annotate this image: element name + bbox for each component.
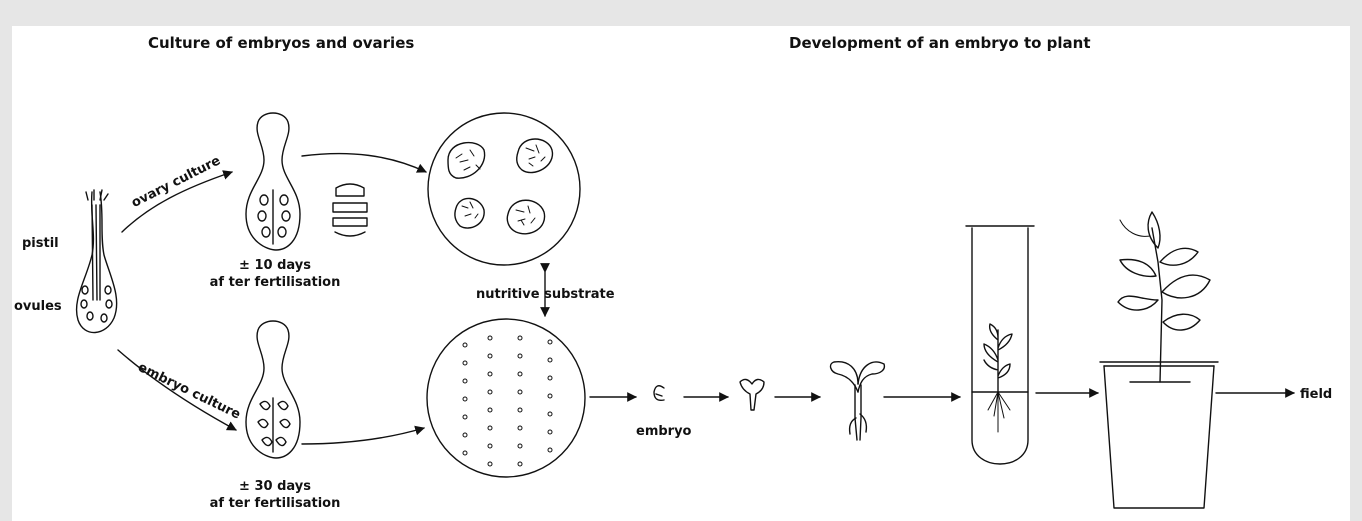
title-development: Development of an embryo to plant bbox=[789, 34, 1091, 52]
label-10-days: ± 10 days bbox=[200, 258, 350, 273]
label-embryo: embryo bbox=[636, 424, 692, 439]
label-10-days-after: af ter fertilisation bbox=[195, 275, 355, 290]
label-field: field bbox=[1300, 387, 1332, 402]
label-nutritive-substrate: nutritive substrate bbox=[476, 287, 615, 302]
label-pistil: pistil bbox=[22, 236, 59, 251]
label-ovules: ovules bbox=[14, 299, 62, 314]
white-panel bbox=[12, 26, 1350, 521]
title-culture: Culture of embryos and ovaries bbox=[148, 34, 414, 52]
label-30-days: ± 30 days bbox=[200, 479, 350, 494]
label-30-days-after: af ter fertilisation bbox=[195, 496, 355, 511]
